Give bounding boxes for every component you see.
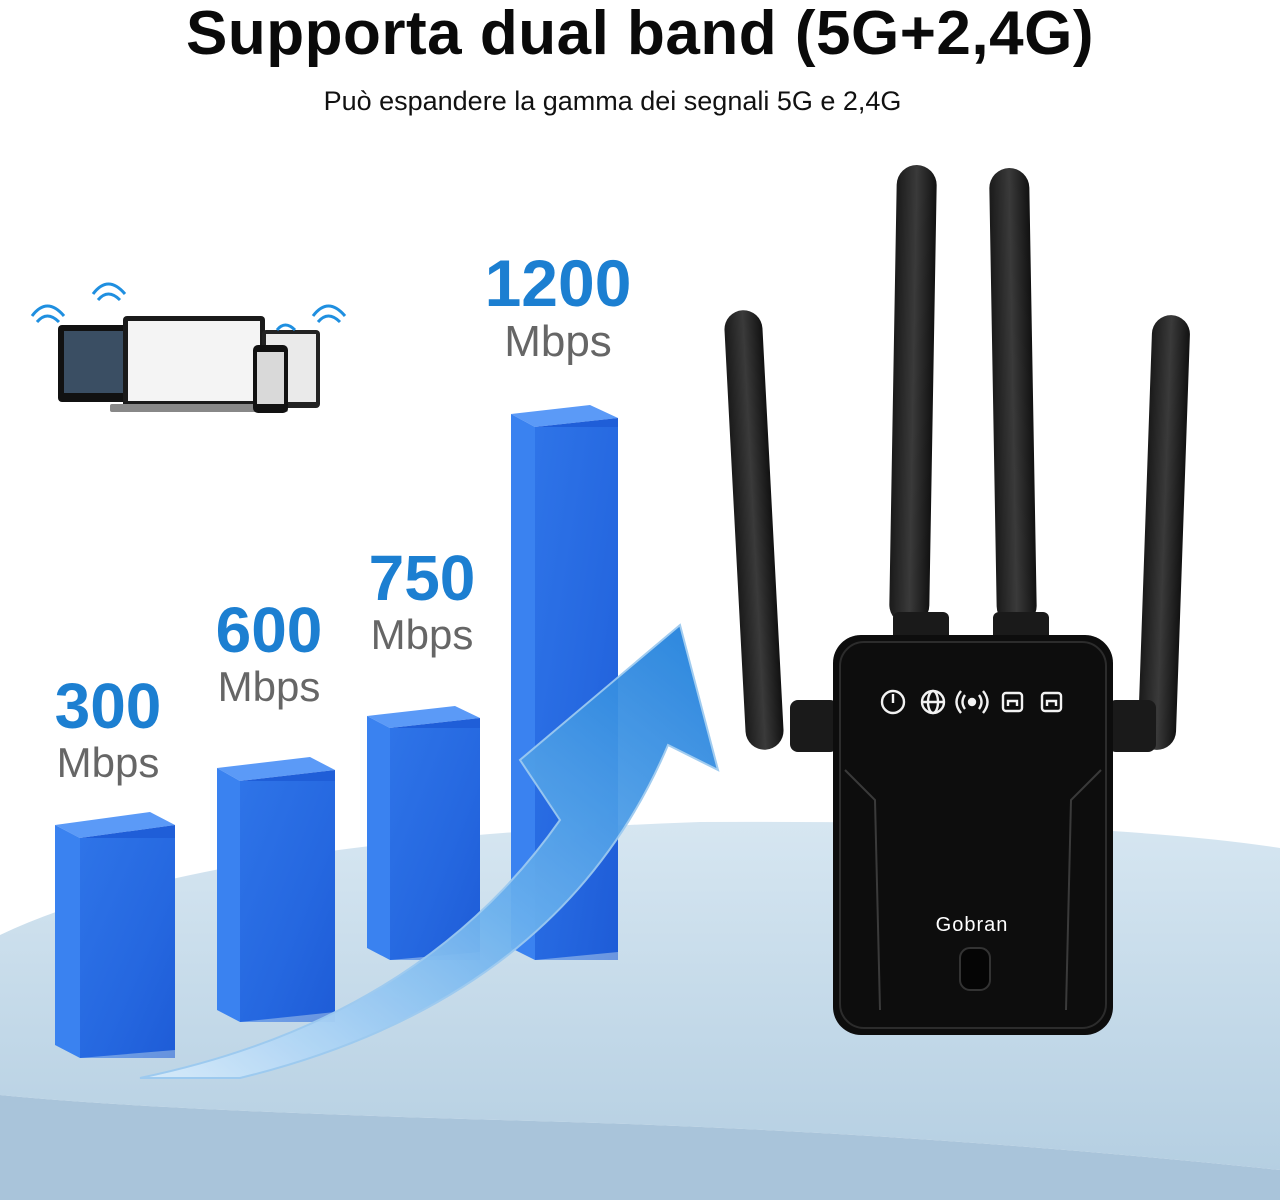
speed-unit: Mbps xyxy=(370,611,474,658)
router-antennas xyxy=(724,165,1190,752)
ethernet-port-icon xyxy=(1040,691,1063,713)
page-subtitle: Può espandere la gamma dei segnali 5G e … xyxy=(323,86,902,116)
speed-label-1200: 1200 Mbps xyxy=(468,250,648,364)
speed-value: 1200 xyxy=(484,246,632,320)
speed-value: 600 xyxy=(215,594,323,666)
speed-label-600: 600 Mbps xyxy=(199,598,339,708)
router-brand-label: Gobran xyxy=(935,914,1009,936)
speed-unit: Mbps xyxy=(217,663,321,710)
ethernet-port-icon xyxy=(1001,691,1024,713)
power-icon xyxy=(880,689,906,715)
speed-label-750: 750 Mbps xyxy=(352,546,492,656)
speed-value: 300 xyxy=(54,670,162,742)
router-body xyxy=(833,635,1113,1035)
wifi-icon xyxy=(30,282,347,332)
devices-illustration xyxy=(58,316,320,413)
page-title: Supporta dual band (5G+2,4G) xyxy=(186,0,1094,68)
speed-bar-750 xyxy=(367,706,480,960)
speed-value: 750 xyxy=(368,542,476,614)
wps-button xyxy=(959,947,991,991)
globe-icon xyxy=(920,689,946,715)
speed-bar-300 xyxy=(55,812,175,1058)
speed-label-300: 300 Mbps xyxy=(38,674,178,784)
speed-bar-600 xyxy=(217,757,335,1022)
speed-unit: Mbps xyxy=(504,317,612,366)
wireless-signal-icon xyxy=(955,690,989,714)
speed-unit: Mbps xyxy=(56,739,160,786)
growth-arrow xyxy=(139,623,720,1079)
